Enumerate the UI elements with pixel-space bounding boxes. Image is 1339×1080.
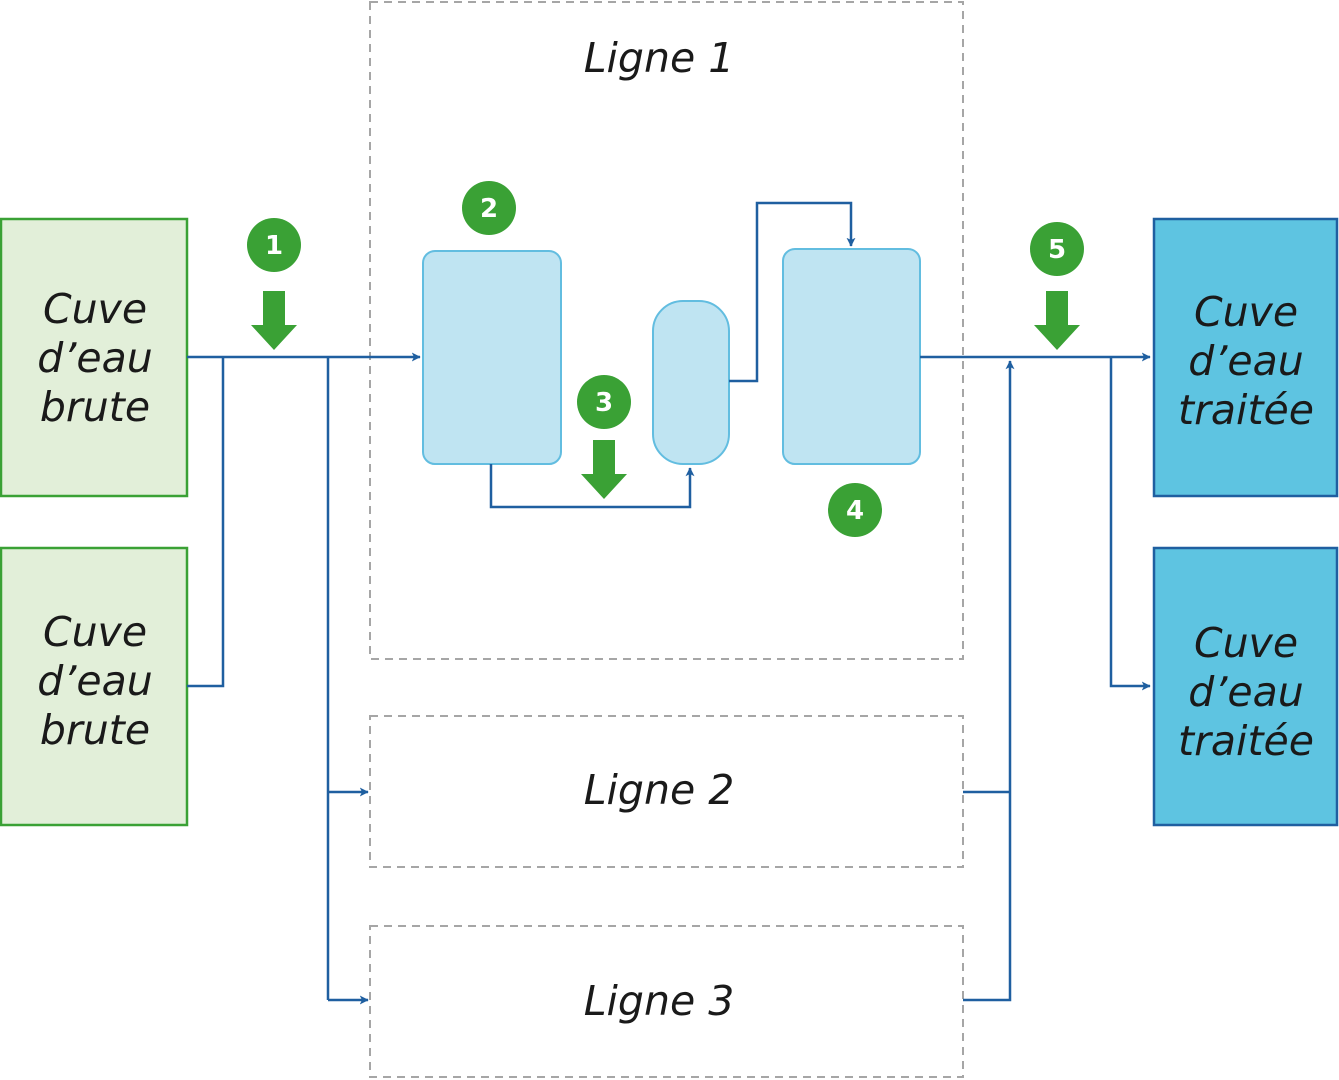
badge-5: 5 — [1030, 222, 1084, 276]
treated-tank-2 — [1152, 546, 1339, 827]
treated-tank-2-line-3: traitée — [1178, 717, 1314, 765]
pipe-line-3-out — [963, 360, 1015, 1002]
raw-tank-1-line-3: brute — [40, 383, 150, 431]
dosing-arrow-3-icon — [581, 440, 627, 499]
treated-tank-2-line-1: Cuve — [1194, 619, 1298, 667]
pipe-unit-middle-to-right — [729, 201, 856, 383]
badge-1-number: 1 — [265, 231, 283, 261]
pipe-unit-left-to-middle — [489, 464, 695, 509]
line-3-box — [369, 925, 964, 1078]
raw-tank-2-line-1: Cuve — [43, 608, 147, 656]
raw-tank-1-line-1: Cuve — [43, 285, 147, 333]
treated-tank-1-line-3: traitée — [1178, 386, 1314, 434]
dosing-arrow-5-icon — [1034, 291, 1080, 350]
treated-tank-1-line-1: Cuve — [1194, 288, 1298, 336]
pipe-to-treated-2 — [1109, 357, 1151, 691]
line-2-box — [369, 715, 964, 868]
treated-tank-2-line-2: d’eau — [1188, 668, 1303, 716]
treated-tank-1-line-2: d’eau — [1188, 337, 1303, 385]
badge-4: 4 — [828, 483, 882, 537]
badge-2: 2 — [462, 181, 516, 235]
badge-4-number: 4 — [846, 496, 864, 526]
raw-tank-2-line-2: d’eau — [37, 657, 152, 705]
raw-tank-1 — [0, 217, 189, 498]
dosing-arrow-1-icon — [251, 291, 297, 350]
pipe-raw-2-riser — [187, 357, 225, 688]
raw-tank-2-line-3: brute — [40, 706, 150, 754]
line-1-label: Ligne 1 — [584, 34, 735, 82]
badge-5-number: 5 — [1048, 235, 1066, 265]
treatment-unit-middle — [652, 300, 730, 465]
line-3-label: Ligne 3 — [584, 977, 735, 1025]
raw-tank-1-line-2: d’eau — [37, 334, 152, 382]
badge-3: 3 — [577, 375, 631, 429]
treatment-unit-right — [782, 248, 921, 465]
line-2-label: Ligne 2 — [584, 766, 735, 814]
treated-tank-1 — [1152, 217, 1339, 498]
badge-2-number: 2 — [480, 194, 498, 224]
treatment-unit-left — [422, 250, 562, 465]
badge-3-number: 3 — [595, 388, 613, 418]
line-1-box — [369, 1, 964, 660]
badge-1: 1 — [247, 218, 301, 272]
